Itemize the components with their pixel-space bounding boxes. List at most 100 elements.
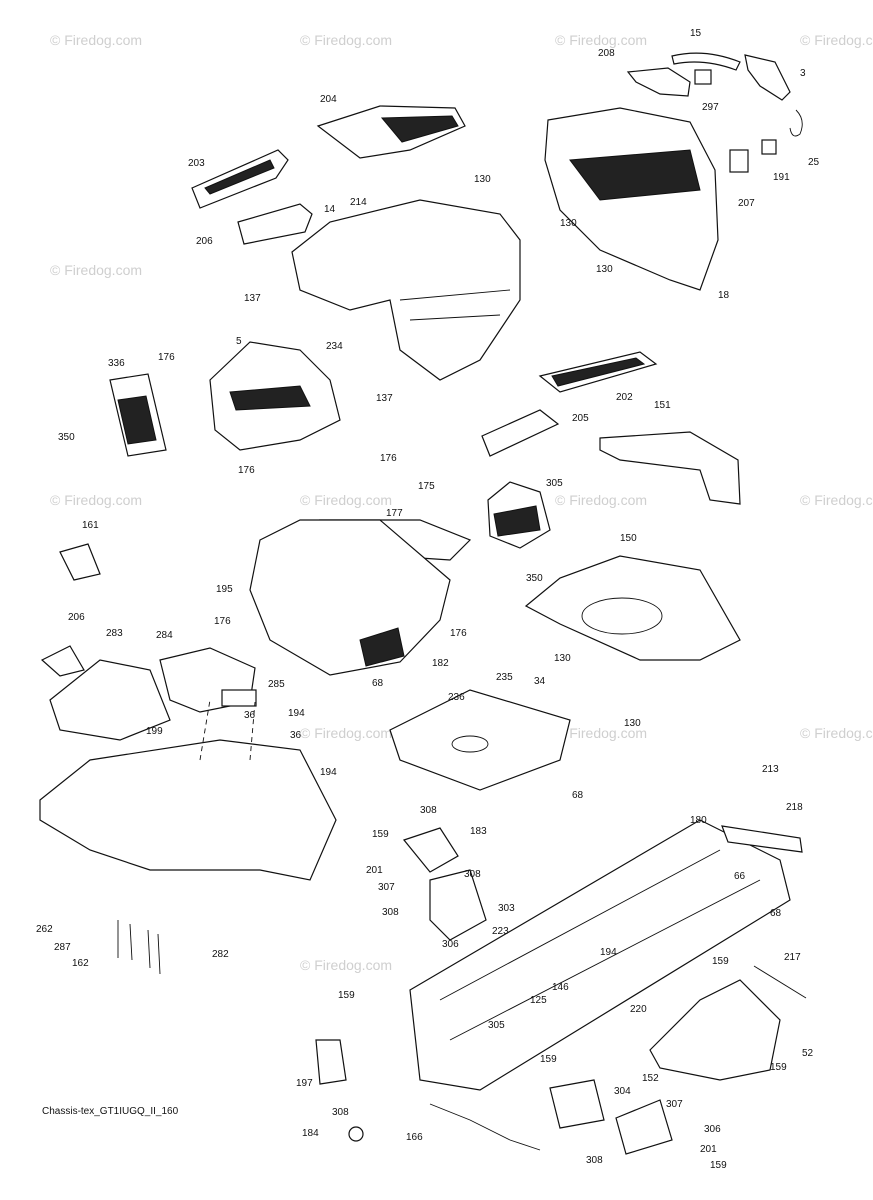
callout-label: 130 bbox=[474, 174, 491, 185]
callout-label: 204 bbox=[320, 94, 337, 105]
callout-label: 152 bbox=[642, 1073, 659, 1084]
callout-label: 199 bbox=[146, 726, 163, 737]
callout-label: 284 bbox=[156, 630, 173, 641]
callout-label: 52 bbox=[802, 1048, 814, 1059]
callout-label: 201 bbox=[700, 1144, 717, 1155]
callout-label: 197 bbox=[296, 1078, 313, 1089]
callout-label: 350 bbox=[58, 432, 75, 443]
watermark: © Firedog.com bbox=[50, 492, 142, 508]
watermark: © Firedog.com bbox=[800, 492, 873, 508]
callout-label: 177 bbox=[386, 508, 403, 519]
callout-label: 176 bbox=[380, 453, 397, 464]
callout-label: 307 bbox=[666, 1099, 683, 1110]
callout-label: 36 bbox=[290, 730, 302, 741]
callout-label: 206 bbox=[196, 236, 213, 247]
callout-label: 283 bbox=[106, 628, 123, 639]
callout-label: 214 bbox=[350, 197, 367, 208]
callout-label: 180 bbox=[690, 815, 707, 826]
callout-label: 130 bbox=[560, 218, 577, 229]
callout-label: 195 bbox=[216, 584, 233, 595]
callout-label: 306 bbox=[442, 939, 459, 950]
part-shapes bbox=[39, 52, 807, 1155]
watermark: © Firedog.com bbox=[800, 32, 873, 48]
callout-label: 234 bbox=[326, 341, 343, 352]
watermark: © Firedog.com bbox=[300, 492, 392, 508]
callout-label: 306 bbox=[704, 1124, 721, 1135]
callout-label: 207 bbox=[738, 198, 755, 209]
callout-label: 130 bbox=[624, 718, 641, 729]
callout-label: 218 bbox=[786, 802, 803, 813]
callout-label: 303 bbox=[498, 903, 515, 914]
callout-label: 236 bbox=[448, 692, 465, 703]
callout-label: 159 bbox=[770, 1062, 787, 1073]
callout-label: 130 bbox=[596, 264, 613, 275]
callout-label: 305 bbox=[488, 1020, 505, 1031]
callout-label: 182 bbox=[432, 658, 449, 669]
callout-label: 287 bbox=[54, 942, 71, 953]
callout-label: 308 bbox=[420, 805, 437, 816]
callout-label: 350 bbox=[526, 573, 543, 584]
callout-label: 175 bbox=[418, 481, 435, 492]
callout-label: 202 bbox=[616, 392, 633, 403]
callout-label: 137 bbox=[376, 393, 393, 404]
callout-label: 68 bbox=[372, 678, 384, 689]
callout-label: 137 bbox=[244, 293, 261, 304]
watermark: © Firedog.com bbox=[300, 32, 392, 48]
callout-label: 14 bbox=[324, 204, 336, 215]
callout-label: 130 bbox=[554, 653, 571, 664]
callout-label: 205 bbox=[572, 413, 589, 424]
callout-label: 34 bbox=[534, 676, 546, 687]
watermark: © Firedog.com bbox=[300, 725, 392, 741]
callout-label: 159 bbox=[372, 829, 389, 840]
callout-label: 297 bbox=[702, 102, 719, 113]
callout-label: 235 bbox=[496, 672, 513, 683]
callout-label: 66 bbox=[734, 871, 746, 882]
callout-label: 201 bbox=[366, 865, 383, 876]
callout-label: 308 bbox=[382, 907, 399, 918]
callout-label: 151 bbox=[654, 400, 671, 411]
watermark: © Firedog.com bbox=[555, 492, 647, 508]
callout-label: 176 bbox=[158, 352, 175, 363]
callout-label: 162 bbox=[72, 958, 89, 969]
callout-label: 223 bbox=[492, 926, 509, 937]
callout-label: 161 bbox=[82, 520, 99, 531]
callout-label: 307 bbox=[378, 882, 395, 893]
callout-label: 191 bbox=[773, 172, 790, 183]
callout-label: 159 bbox=[338, 990, 355, 1001]
callout-label: 125 bbox=[530, 995, 547, 1006]
callout-label: 194 bbox=[600, 947, 617, 958]
callout-label: 176 bbox=[238, 465, 255, 476]
callout-label: 217 bbox=[784, 952, 801, 963]
callout-label: 308 bbox=[586, 1155, 603, 1166]
callout-label: 176 bbox=[214, 616, 231, 627]
callout-label: 166 bbox=[406, 1132, 423, 1143]
callout-label: 308 bbox=[332, 1107, 349, 1118]
callout-label: 194 bbox=[288, 708, 305, 719]
callout-label: 3 bbox=[800, 68, 806, 79]
diagram-caption: Chassis-tex_GT1IUGQ_II_160 bbox=[42, 1106, 179, 1117]
callout-label: 184 bbox=[302, 1128, 319, 1139]
callout-label: 285 bbox=[268, 679, 285, 690]
callout-label: 176 bbox=[450, 628, 467, 639]
callout-label: 213 bbox=[762, 764, 779, 775]
watermark: © Firedog.com bbox=[555, 32, 647, 48]
watermark: © Firedog.com bbox=[50, 262, 142, 278]
callout-label: 282 bbox=[212, 949, 229, 960]
callout-label: 5 bbox=[236, 336, 242, 347]
callout-label: 68 bbox=[572, 790, 584, 801]
watermark: © Firedog.com bbox=[800, 725, 873, 741]
callout-label: 183 bbox=[470, 826, 487, 837]
callout-label: 305 bbox=[546, 478, 563, 489]
callout-label: 15 bbox=[690, 28, 702, 39]
callout-label: 203 bbox=[188, 158, 205, 169]
callout-label: 18 bbox=[718, 290, 730, 301]
callout-label: 194 bbox=[320, 767, 337, 778]
callout-label: 262 bbox=[36, 924, 53, 935]
watermark: © Firedog.com bbox=[50, 32, 142, 48]
callout-label: 36 bbox=[244, 710, 256, 721]
callout-label: 304 bbox=[614, 1086, 631, 1097]
callout-label: 150 bbox=[620, 533, 637, 544]
callout-label: 208 bbox=[598, 48, 615, 59]
callout-label: 336 bbox=[108, 358, 125, 369]
